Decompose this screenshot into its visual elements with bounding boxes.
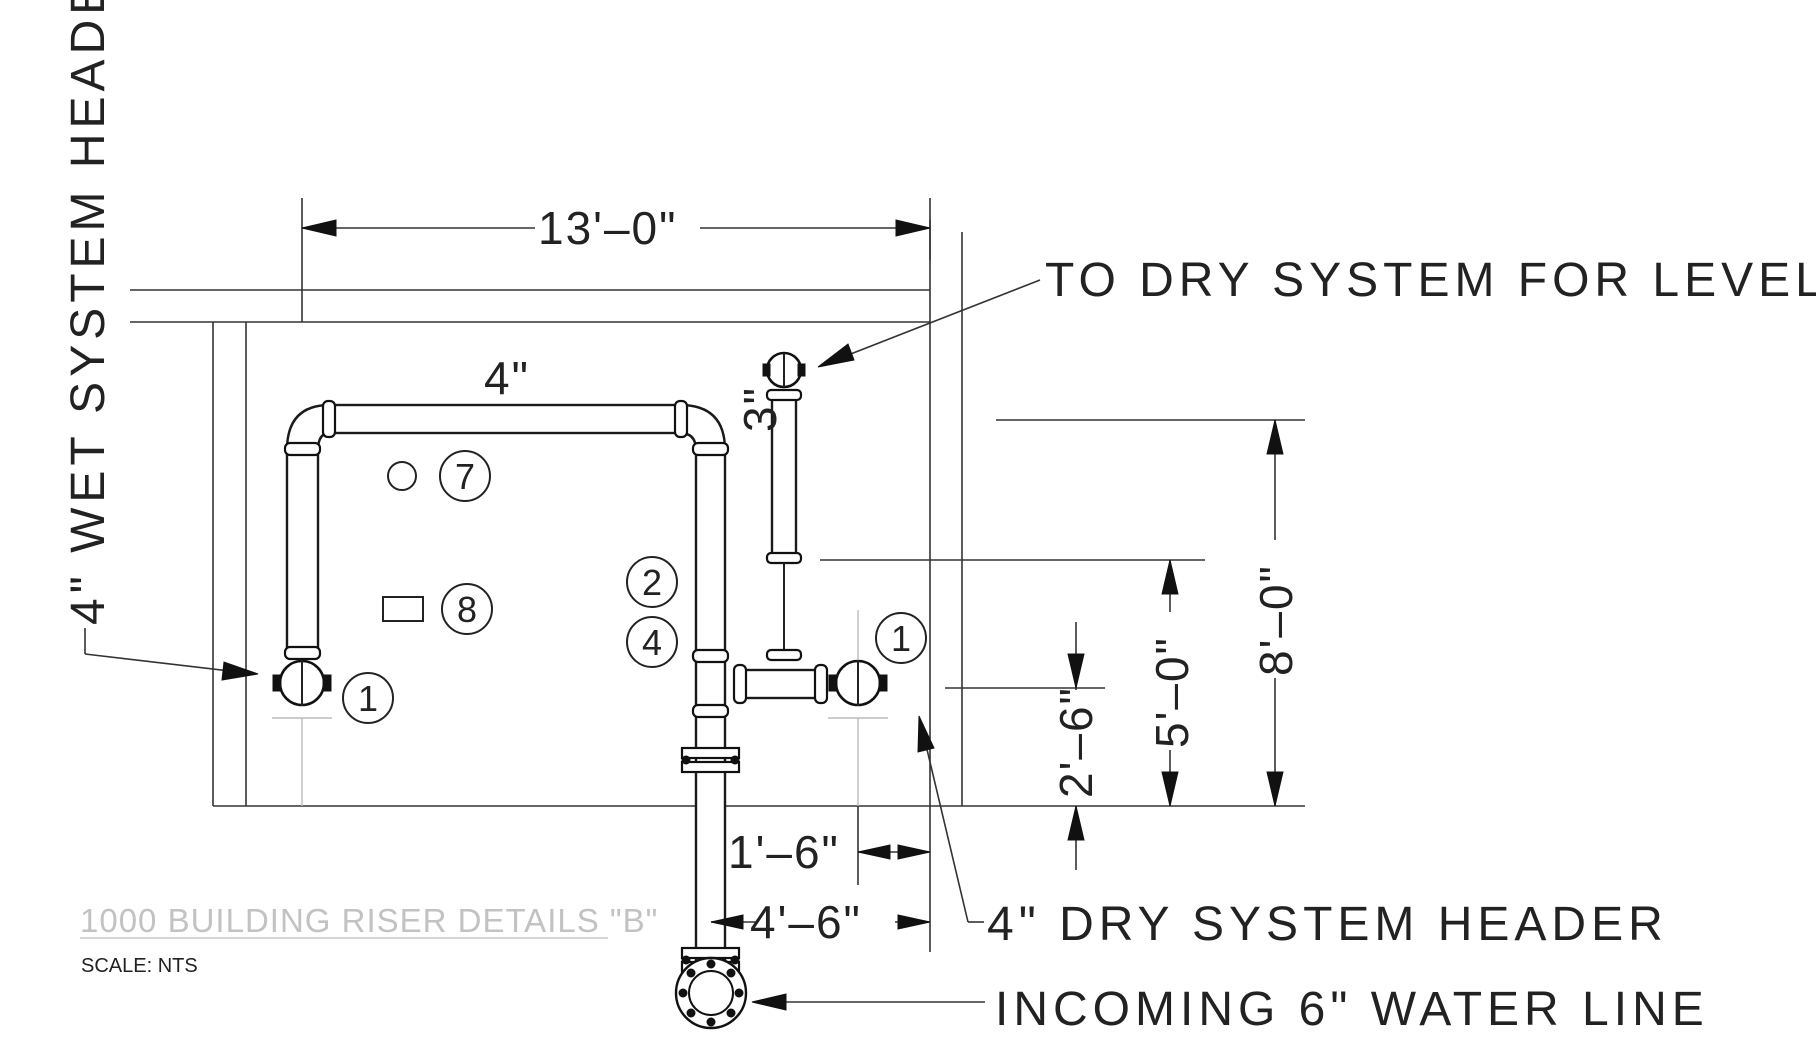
gauge-symbol [387, 461, 417, 491]
svg-text:7: 7 [455, 456, 475, 497]
dimension-13ft-text: 13'–0" [538, 202, 677, 254]
svg-text:2: 2 [642, 562, 662, 603]
panel-symbol [382, 596, 424, 622]
dimension-2ft6in-text: 2'–6" [1050, 686, 1102, 798]
pipe-size-4in: 4" [484, 352, 530, 404]
dimension-5ft-text: 5'–0" [1146, 636, 1198, 748]
svg-text:1: 1 [891, 618, 911, 659]
room-outline [130, 220, 1305, 807]
wet-header-leader [84, 628, 259, 681]
dimension-1ft6in-text: 1'–6" [728, 826, 840, 878]
callout-1-right: 1 [875, 612, 927, 664]
drawing-scale: SCALE: NTS [81, 955, 198, 977]
drawing-title: 1000 BUILDING RISER DETAILS "B" [80, 902, 658, 939]
svg-text:8: 8 [457, 589, 477, 630]
wet-header-label: 4" WET SYSTEM HEADER [62, 0, 115, 625]
wet-system-loop [283, 399, 748, 1030]
svg-text:4: 4 [642, 622, 662, 663]
dimension-4ft6in-text: 4'–6" [750, 896, 862, 948]
dimension-1ft6in: 1'–6" [728, 806, 931, 952]
dry-system-branch [732, 351, 888, 806]
callout-8: 8 [441, 583, 493, 635]
dimension-8ft: 8'–0" [996, 419, 1305, 807]
dimension-13ft: 13'–0" [301, 198, 931, 322]
dimension-4ft6in: 4'–6" [710, 896, 931, 948]
callout-2: 2 [626, 556, 678, 608]
callout-4: 4 [626, 616, 678, 668]
callout-1-left: 1 [342, 672, 394, 724]
to-dry-system-leader [817, 279, 1041, 368]
incoming-line-label: INCOMING 6" WATER LINE [995, 983, 1709, 1036]
dry-header-label: 4" DRY SYSTEM HEADER [987, 898, 1668, 951]
callout-7: 7 [439, 450, 491, 502]
wet-header-pipe-end [272, 659, 332, 806]
svg-text:1: 1 [358, 678, 378, 719]
pipe-size-3in: 3" [734, 386, 786, 432]
dimension-2ft6in: 2'–6" [945, 622, 1105, 870]
to-dry-system-label: TO DRY SYSTEM FOR LEVEL 1 [1045, 254, 1816, 307]
dimension-5ft: 5'–0" [820, 559, 1205, 807]
dimension-8ft-text: 8'–0" [1250, 564, 1302, 676]
dry-header-leader [917, 715, 984, 923]
incoming-line-leader [751, 993, 985, 1011]
